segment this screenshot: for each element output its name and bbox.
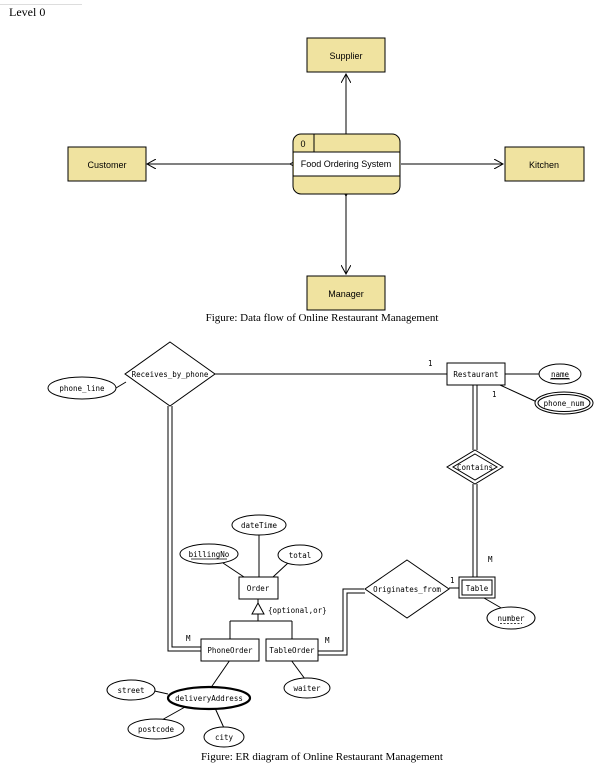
entity-kitchen: Kitchen: [504, 146, 585, 182]
line-billingno: [222, 562, 245, 578]
card-restaurant-phone: 1: [428, 359, 433, 368]
process-food-ordering: 0 Food Ordering System: [292, 133, 401, 195]
street-label: street: [117, 686, 144, 695]
er-caption: Figure: ER diagram of Online Restaurant …: [201, 751, 443, 763]
customer-label: Customer: [87, 160, 126, 170]
level-label: Level 0: [9, 5, 45, 19]
phoneorder-label: PhoneOrder: [207, 646, 253, 655]
manager-label: Manager: [328, 289, 364, 299]
attribute-phone-num: phone_num: [534, 391, 594, 415]
er-lines: [115, 373, 539, 729]
entity-restaurant: Restaurant: [446, 362, 506, 386]
card-table-contains: M: [488, 555, 493, 564]
card-tableorder-originates: M: [325, 636, 330, 645]
city-label: city: [215, 733, 234, 742]
card-restaurant-contains: 1: [492, 390, 497, 399]
line-phoneline: [115, 381, 127, 389]
relationship-contains: Contains: [446, 449, 504, 485]
order-label: Order: [247, 584, 270, 593]
phone-num-label: phone_num: [544, 399, 585, 408]
entity-order: Order: [238, 576, 279, 600]
line-receives-phoneorder-b: [171, 406, 201, 648]
receives-by-phone-label: Receives_by_phone: [132, 370, 209, 379]
line-tableorder-originates-b: [318, 592, 365, 656]
attribute-city: city: [203, 726, 245, 748]
entity-tableorder: TableOrder: [265, 638, 319, 662]
restaurant-label: Restaurant: [453, 370, 498, 379]
entity-supplier: Supplier: [306, 37, 386, 73]
attribute-street: street: [106, 679, 156, 701]
line-waiter: [290, 659, 306, 680]
attribute-number: number: [486, 606, 536, 630]
attribute-phone-line: phone_line: [47, 376, 117, 400]
line-receives-phoneorder-a: [167, 406, 201, 652]
isa-triangle: [251, 601, 265, 615]
dfd-flows: [147, 74, 503, 274]
line-tableorder-originates-a: [318, 588, 364, 652]
entity-phoneorder: PhoneOrder: [200, 638, 260, 662]
dfd-caption: Figure: Data flow of Online Restaurant M…: [206, 312, 439, 324]
kitchen-label: Kitchen: [529, 160, 559, 170]
attribute-total: total: [277, 544, 323, 566]
specialization-label: {optional,or}: [268, 606, 327, 615]
table-label: Table: [466, 584, 489, 593]
datetime-label: dateTime: [241, 521, 278, 530]
contains-label: Contains: [457, 463, 493, 472]
process-number: 0: [300, 139, 305, 149]
waiter-label: waiter: [293, 684, 321, 693]
attribute-postcode: postcode: [127, 718, 185, 740]
phone-line-label: phone_line: [59, 384, 105, 393]
cardinalities: 1 1 M 1 M M: [186, 359, 497, 645]
line-deliveryaddress: [209, 659, 231, 690]
relationship-receives-by-phone: Receives_by_phone: [124, 341, 216, 407]
total-label: total: [289, 551, 312, 560]
originates-from-label: Originates_from: [373, 585, 441, 594]
delivery-address-label: deliveryAddress: [175, 694, 243, 703]
entity-manager: Manager: [306, 275, 386, 311]
postcode-label: postcode: [138, 725, 175, 734]
attribute-waiter: waiter: [283, 677, 331, 699]
tableorder-label: TableOrder: [269, 646, 315, 655]
attribute-billingno: billingNo: [179, 543, 239, 565]
supplier-label: Supplier: [329, 51, 362, 61]
number-label: number: [497, 614, 525, 623]
attribute-delivery-address: deliveryAddress: [166, 685, 252, 711]
line-phonenum: [499, 384, 538, 403]
line-city: [214, 707, 225, 729]
line-total: [272, 562, 289, 578]
entity-customer: Customer: [67, 146, 147, 182]
line-number: [483, 597, 504, 610]
card-table-originates: 1: [450, 576, 455, 585]
card-phoneorder-phone: M: [186, 634, 191, 643]
attribute-name: name: [538, 363, 582, 385]
line-postcode: [159, 706, 186, 722]
entity-table: Table: [458, 576, 496, 599]
name-label: name: [551, 370, 570, 379]
process-label: Food Ordering System: [301, 159, 392, 169]
billingno-label: billingNo: [189, 550, 230, 559]
attribute-datetime: dateTime: [231, 514, 287, 536]
relationship-originates-from: Originates_from: [364, 559, 450, 619]
